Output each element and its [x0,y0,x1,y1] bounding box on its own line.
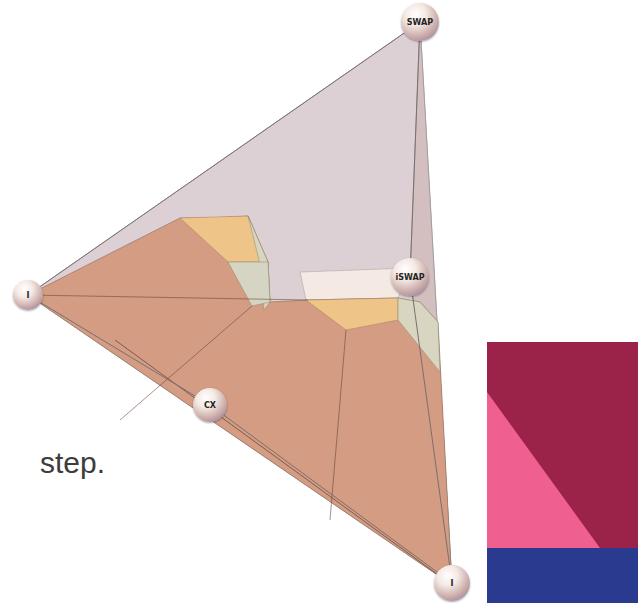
chamber-edge [413,296,450,565]
gate-label: iSWAP [395,273,424,282]
gate-sphere: CX [193,388,227,422]
gate-label: I [451,579,454,588]
chamber-edge [224,415,438,572]
gate-sphere: I [13,280,43,310]
gate-label: SWAP [407,18,433,27]
gate-sphere: I [434,565,470,601]
chamber-edge [411,41,420,258]
chamber-edge [41,303,196,396]
gate-label: CX [204,401,216,410]
chamber-edge [40,33,404,287]
gate-sphere: SWAP [401,3,439,41]
slide-text: step. [40,446,105,480]
gate-sphere: iSWAP [391,258,429,296]
gate-label: I [27,291,30,300]
